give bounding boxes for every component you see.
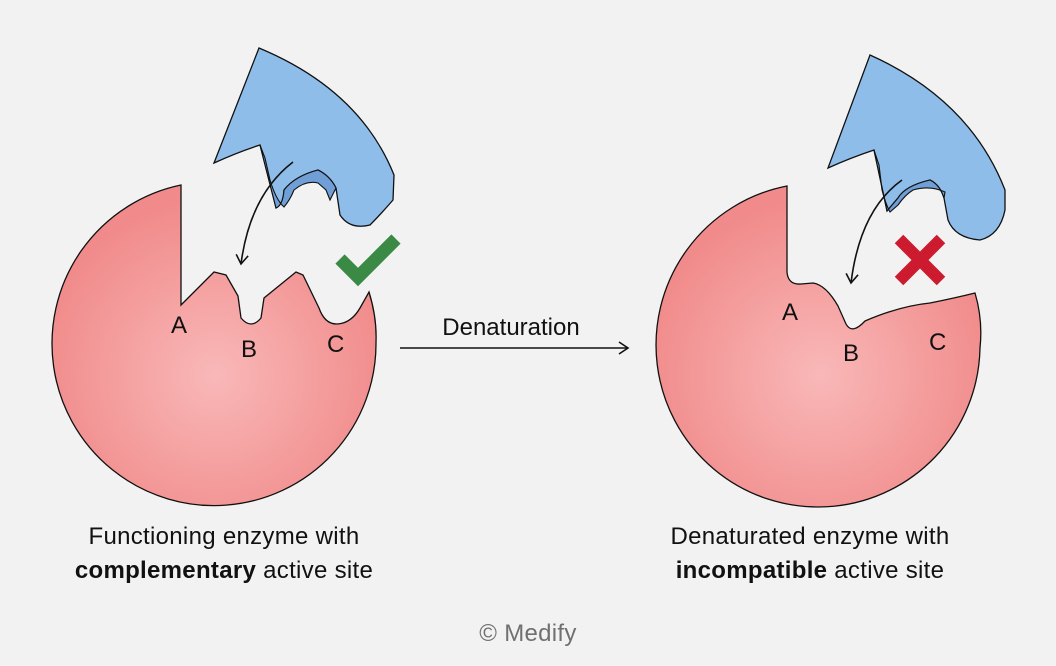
- caption-right-line1: Denaturated enzyme with: [670, 523, 950, 550]
- site-label-c-right: C: [929, 329, 946, 356]
- right-panel: A B C: [655, 54, 1006, 508]
- functioning-enzyme: [51, 184, 377, 507]
- caption-left-line1: Functioning enzyme with: [88, 523, 360, 550]
- left-panel: A B C: [51, 47, 401, 507]
- denatured-enzyme: [655, 185, 982, 508]
- caption-right-line2: incompatible active site: [600, 554, 1020, 588]
- substrate-right-shade: [873, 149, 946, 213]
- substrate-left: [212, 47, 395, 227]
- caption-right-bold: incompatible: [675, 557, 828, 584]
- caption-denatured-enzyme: Denaturated enzyme with incompatible act…: [600, 520, 1020, 588]
- substrate-right: [826, 54, 1006, 241]
- caption-left-bold: complementary: [74, 557, 257, 584]
- caption-functioning-enzyme: Functioning enzyme with complementary ac…: [14, 520, 434, 588]
- site-label-b-right: B: [843, 340, 859, 367]
- copyright-notice: © Medify: [479, 620, 577, 647]
- site-label-a-left: A: [171, 312, 187, 339]
- denaturation-label: Denaturation: [442, 314, 579, 341]
- binding-arrow-right: [845, 179, 903, 285]
- substrate-left-shade: [259, 144, 337, 209]
- caption-left-line2: complementary active site: [14, 554, 434, 588]
- cross-icon: [894, 234, 946, 286]
- binding-arrow-left: [235, 161, 294, 266]
- denaturation-arrow: Denaturation: [400, 314, 630, 355]
- site-label-b-left: B: [241, 336, 257, 363]
- caption-left-rest: active site: [256, 557, 374, 584]
- site-label-c-left: C: [327, 331, 344, 358]
- site-label-a-right: A: [782, 299, 798, 326]
- check-icon: [335, 234, 401, 287]
- caption-right-rest: active site: [827, 557, 945, 584]
